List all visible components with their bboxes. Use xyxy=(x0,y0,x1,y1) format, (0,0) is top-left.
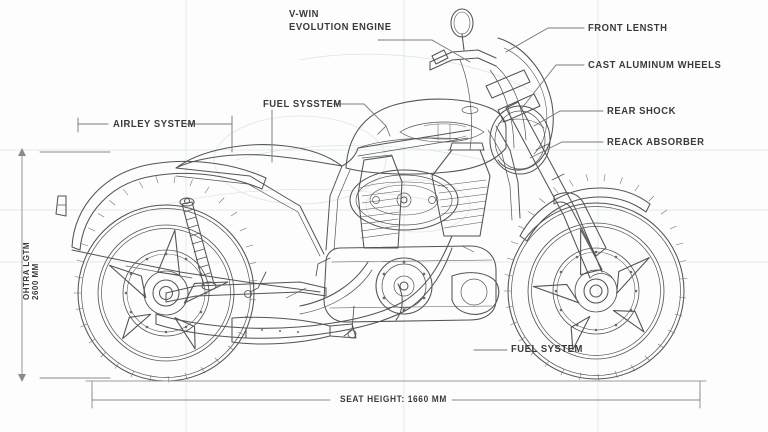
dimension-overall-length: OHTRA LGTM 2600 MM xyxy=(22,242,40,300)
air-cleaner xyxy=(349,169,459,231)
callout-fuel-system-bottom-label: FUEL SYSTEM xyxy=(511,343,583,355)
leader-rear-shock xyxy=(533,110,604,127)
dimension-overall-length-line2: 2600 MM xyxy=(31,263,40,300)
dimension-overall-length-line1: OHTRA LGTM xyxy=(22,241,31,300)
callout-rear-shock-label: REAR SHOCK xyxy=(607,105,676,117)
callout-v-win-evolution-engine: V-WIN EVOLUTION ENGINE xyxy=(289,8,392,34)
foot-controls xyxy=(244,245,475,339)
callout-cast-aluminum-wheels-label: CAST ALUMINUM WHEELS xyxy=(588,59,722,71)
handlebar-and-headlight xyxy=(429,8,554,175)
callout-cast-aluminum-wheels: CAST ALUMINUM WHEELS xyxy=(588,59,721,72)
leader-fuel-top-arrow2 xyxy=(385,125,391,137)
callout-reack-absorber: REACK ABSORBER xyxy=(607,136,705,149)
callout-front-lensth-label: FRONT LENSTH xyxy=(588,22,668,34)
callout-fuel-system-top: FUEL SYSSTEM xyxy=(263,98,342,111)
frame xyxy=(71,125,521,303)
rear-shock-absorber xyxy=(179,197,217,291)
callout-airley-system: AIRLEY SYSTEM xyxy=(113,118,196,131)
leader-fuel-top xyxy=(332,103,387,127)
exhaust-system xyxy=(155,235,453,345)
front-wheel xyxy=(503,174,688,381)
callout-fuel-system-top-label: FUEL SYSSTEM xyxy=(263,98,342,110)
v-twin-engine xyxy=(323,142,500,323)
dimension-seat-height: SEAT HEIGHT: 1660 MM xyxy=(340,394,447,405)
callout-v-win-line1: V-WIN xyxy=(289,8,320,20)
callout-fuel-system-bottom: FUEL SYSTEM xyxy=(511,343,583,356)
rear-fender-and-seat xyxy=(55,144,359,251)
leader-cast-wheels xyxy=(521,64,585,109)
callout-reack-absorber-label: REACK ABSORBER xyxy=(607,136,705,148)
leader-v-win xyxy=(377,39,471,63)
leader-fuel-top-arrow xyxy=(377,125,387,135)
leader-reack-absorber xyxy=(529,141,604,159)
callout-airley-system-label: AIRLEY SYSTEM xyxy=(113,118,196,130)
cables xyxy=(459,59,527,151)
callout-v-win-line2: EVOLUTION ENGINE xyxy=(289,21,392,33)
leader-front-lensth xyxy=(505,27,585,53)
callout-rear-shock: REAR SHOCK xyxy=(607,105,676,118)
callout-front-lensth: FRONT LENSTH xyxy=(588,22,667,35)
